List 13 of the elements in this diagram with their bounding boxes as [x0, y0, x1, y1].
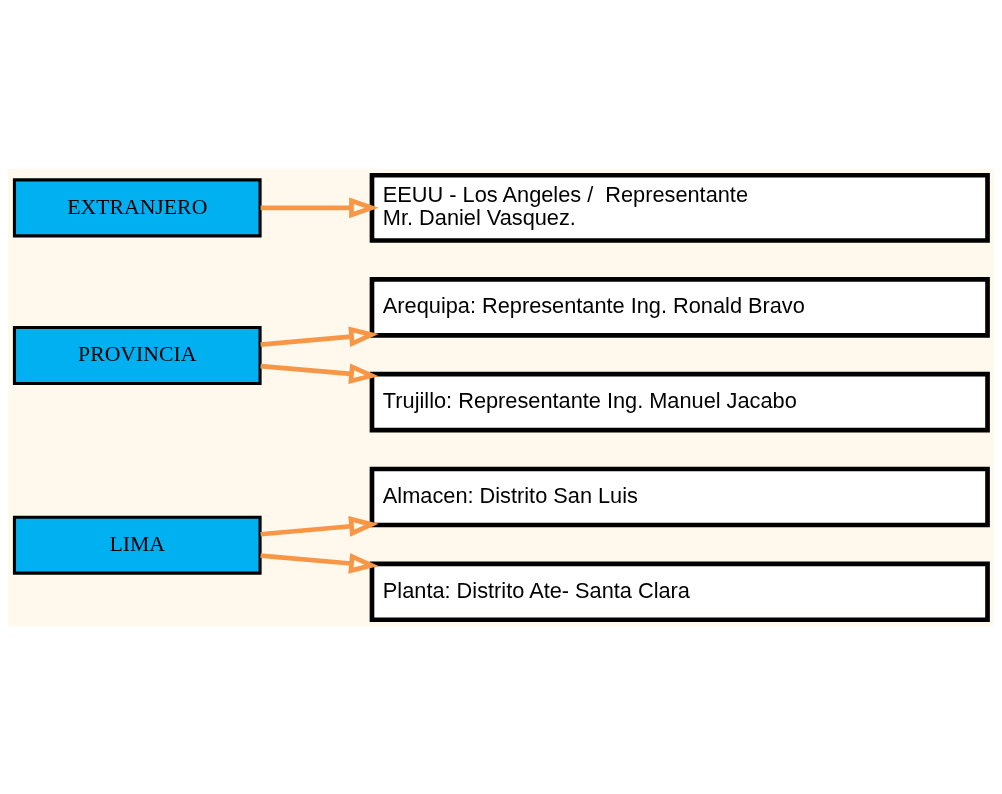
arrow: [260, 362, 379, 384]
node-box: PROVINCIA: [12, 325, 262, 385]
node-box: EEUU - Los Angeles / Representante Mr. Daniel Vasquez.: [369, 172, 990, 243]
arrow: [260, 325, 379, 347]
arrow: [260, 197, 379, 218]
node-box: Planta: Distrito Ate- Santa Clara: [369, 561, 990, 622]
node-box: Arequipa: Representante Ing. Ronald Bravo: [369, 276, 990, 338]
node-box: Trujillo: Representante Ing. Manuel Jacabo: [369, 371, 990, 432]
arrow: [260, 515, 379, 537]
node-box: Almacen: Distrito San Luis: [369, 466, 990, 527]
node-box: EXTRANJERO: [12, 177, 262, 237]
arrow: [260, 552, 379, 574]
node-box: LIMA: [12, 515, 262, 575]
